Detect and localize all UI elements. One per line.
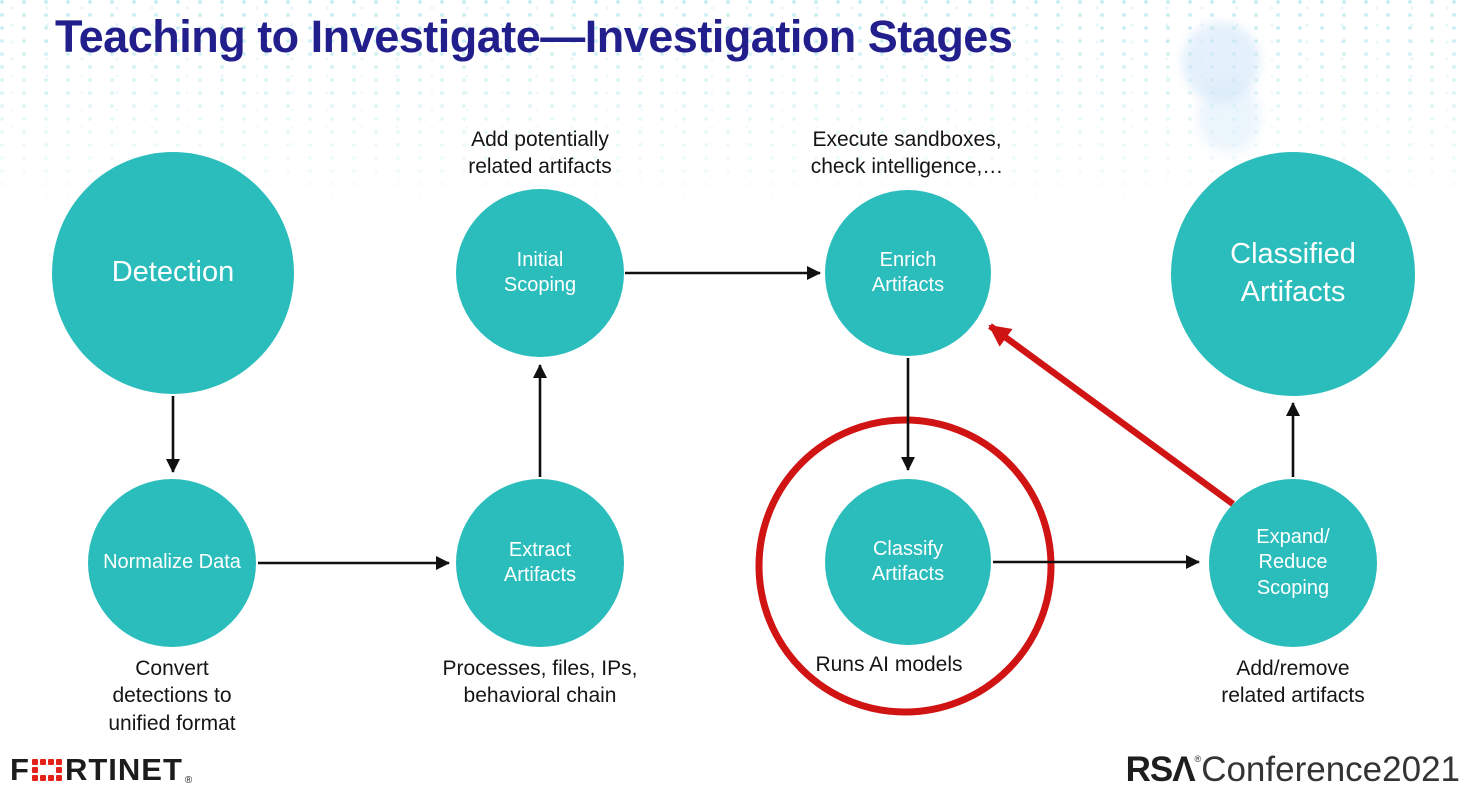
note-initial-scoping: Add potentially related artifacts xyxy=(468,128,612,179)
node-enrich-artifacts: Enrich Artifacts xyxy=(825,190,991,356)
node-normalize-data: Normalize Data xyxy=(88,479,256,647)
fortinet-logo-rest: RTINET xyxy=(64,752,183,787)
fortinet-registered-mark: ® xyxy=(184,775,194,786)
highlight-ring-classify-artifacts xyxy=(755,416,1055,716)
note-normalize-data: Convert detections to unified format xyxy=(108,657,236,735)
node-enrich-artifacts-label: Enrich Artifacts xyxy=(871,248,945,296)
rsa-conference-text: Conference2021 xyxy=(1201,750,1460,789)
note-expand-reduce-scoping: Add/remove related artifacts xyxy=(1221,657,1365,708)
node-detection-label: Detection xyxy=(111,256,235,289)
node-detection: Detection xyxy=(52,152,294,394)
fortinet-logo: F RTINET ® xyxy=(10,752,193,788)
node-extract-artifacts: Extract Artifacts xyxy=(456,479,624,647)
rsa-logo-mark: RSΛ xyxy=(1125,750,1196,789)
node-classified-artifacts-label: Classified Artifacts xyxy=(1230,238,1356,308)
node-classify-artifacts-label: Classify Artifacts xyxy=(871,537,945,585)
node-normalize-data-label: Normalize Data xyxy=(103,551,241,574)
node-extract-artifacts-label: Extract Artifacts xyxy=(503,538,577,586)
page-title: Teaching to Investigate—Investigation St… xyxy=(55,11,1013,62)
note-enrich-artifacts: Execute sandboxes, check intelligence,… xyxy=(810,128,1004,179)
fortinet-logo-f: F xyxy=(10,752,30,787)
node-initial-scoping-label: Initial Scoping xyxy=(503,248,577,296)
rsa-registered-mark: ® xyxy=(1194,754,1202,764)
node-classified-artifacts: Classified Artifacts xyxy=(1171,152,1415,396)
fortinet-o-icon xyxy=(31,759,62,781)
node-expand-reduce-scoping-label: Expand/ Reduce Scoping xyxy=(1256,526,1330,599)
arrow-expand-reduce-to-enrich xyxy=(988,323,1235,507)
rsa-conference-logo: RSΛ ® Conference2021 xyxy=(1126,750,1460,790)
note-classify-artifacts: Runs AI models xyxy=(815,653,963,676)
node-expand-reduce-scoping: Expand/ Reduce Scoping xyxy=(1209,479,1377,647)
note-extract-artifacts: Processes, files, IPs, behavioral chain xyxy=(442,657,638,708)
node-classify-artifacts: Classify Artifacts xyxy=(825,479,991,645)
node-initial-scoping: Initial Scoping xyxy=(456,189,624,357)
